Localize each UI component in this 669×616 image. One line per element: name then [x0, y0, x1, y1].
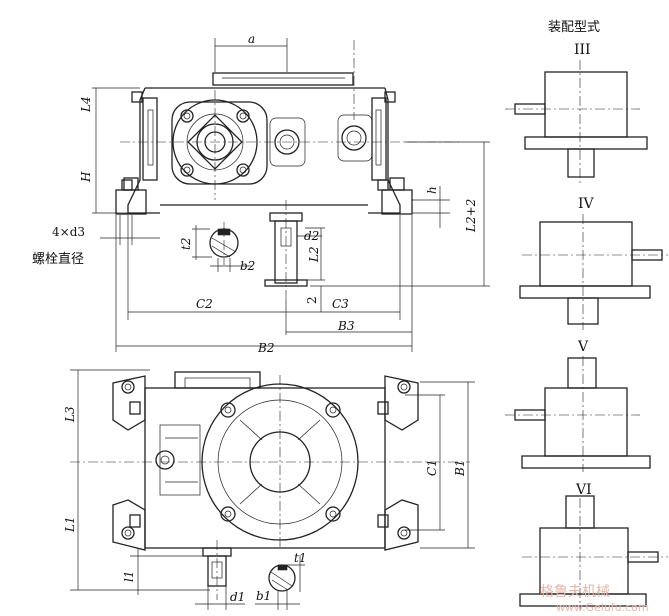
dim-h: h: [425, 186, 439, 194]
dim-t2: t2: [179, 238, 193, 250]
dim-L4: L4: [79, 96, 93, 113]
dim-L1: L1: [63, 516, 77, 533]
bolt-name: 螺栓直径: [32, 252, 84, 267]
assembly-type-IV: IV: [578, 196, 595, 212]
assembly-types: 装配型式 III IV V VI: [505, 20, 668, 610]
watermark-text: 格鲁夫机械: [540, 584, 610, 600]
assembly-type-VI: VI: [575, 482, 592, 498]
dim-B3: B3: [337, 319, 355, 333]
front-elevation-view: a L4 H h L2+2 4×d3 螺栓直径 t2 b2 d2: [32, 32, 490, 355]
dim-L2-plus-2: L2+2: [464, 199, 478, 233]
watermark-url: www.Gelufu.com: [556, 601, 649, 614]
dim-B1: B1: [453, 460, 467, 477]
dim-b1: b1: [256, 589, 271, 603]
dim-a: a: [248, 32, 255, 46]
dim-L2: L2: [307, 246, 321, 263]
dim-t1: t1: [294, 551, 306, 565]
dim-b2: b2: [240, 259, 255, 273]
dim-L3: L3: [63, 406, 77, 423]
side-view: L3 L1 C1 B1 l1 d1 b1 t1: [63, 369, 475, 610]
bolt-spec: 4×d3: [52, 225, 85, 239]
dim-2: 2: [305, 296, 319, 304]
dim-d2: d2: [304, 229, 319, 243]
dim-C2: C2: [196, 297, 213, 311]
assembly-title: 装配型式: [548, 20, 600, 35]
assembly-type-V: V: [577, 339, 589, 355]
dim-C1: C1: [425, 459, 439, 476]
dim-d1: d1: [230, 590, 245, 604]
dim-B2: B2: [257, 341, 274, 355]
dim-H: H: [79, 171, 93, 183]
dim-l1: l1: [122, 571, 136, 582]
dim-C3: C3: [332, 297, 349, 311]
assembly-type-III: III: [574, 42, 591, 58]
